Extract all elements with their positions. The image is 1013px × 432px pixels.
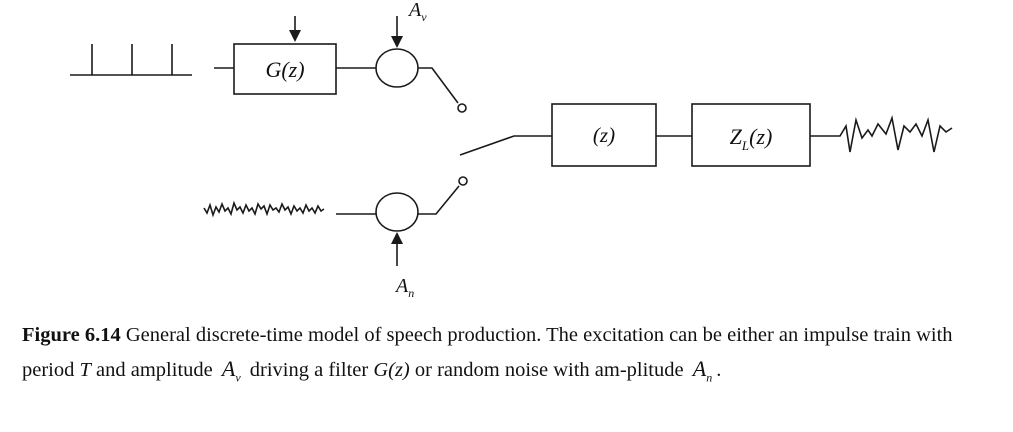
glottal-filter-control-arrow [289, 16, 301, 42]
impulse-train [70, 44, 192, 76]
glottal-filter-block: G(z) [233, 43, 337, 95]
noise-gain-label: An [394, 275, 414, 300]
vocal-tract-label: (z) [593, 123, 615, 147]
noise-switch-contact [418, 176, 468, 215]
noise-gain-multiplier [375, 192, 419, 232]
vocal-tract-block: (z) [551, 103, 657, 167]
caption-voiced-amplitude: Av [221, 356, 241, 385]
selector-switch-arm [459, 135, 552, 156]
radiation-label: ZL(z) [730, 124, 773, 153]
noise-gain-arrow [391, 232, 403, 266]
speech-output-waveform [810, 115, 953, 153]
caption-text-3: driving a filter [249, 359, 369, 381]
caption-period-symbol: T [79, 359, 91, 381]
caption-text-1: General discrete-time model of speech pr… [22, 324, 953, 381]
caption-text-2: and amplitude [96, 359, 213, 381]
voiced-gain-multiplier [375, 48, 419, 88]
caption-filter-symbol: G(z) [373, 359, 410, 381]
glottal-filter-label: G(z) [265, 57, 304, 82]
radiation-block: ZL(z) [691, 103, 811, 167]
figure-caption: Figure 6.14 General discrete-time model … [22, 318, 997, 394]
voiced-gain-arrow [391, 16, 403, 48]
caption-figure-number: Figure 6.14 [22, 324, 121, 346]
voiced-switch-contact [418, 67, 467, 113]
noise-source-waveform [203, 200, 325, 218]
caption-text-4: or random noise with am-plitude [414, 359, 684, 381]
caption-noise-amplitude: An [692, 356, 713, 385]
caption-text-5: . [716, 359, 722, 381]
speech-production-diagram: G(z) Av (z) ZL(z) [70, 0, 953, 300]
voiced-gain-label: Av [407, 0, 427, 24]
